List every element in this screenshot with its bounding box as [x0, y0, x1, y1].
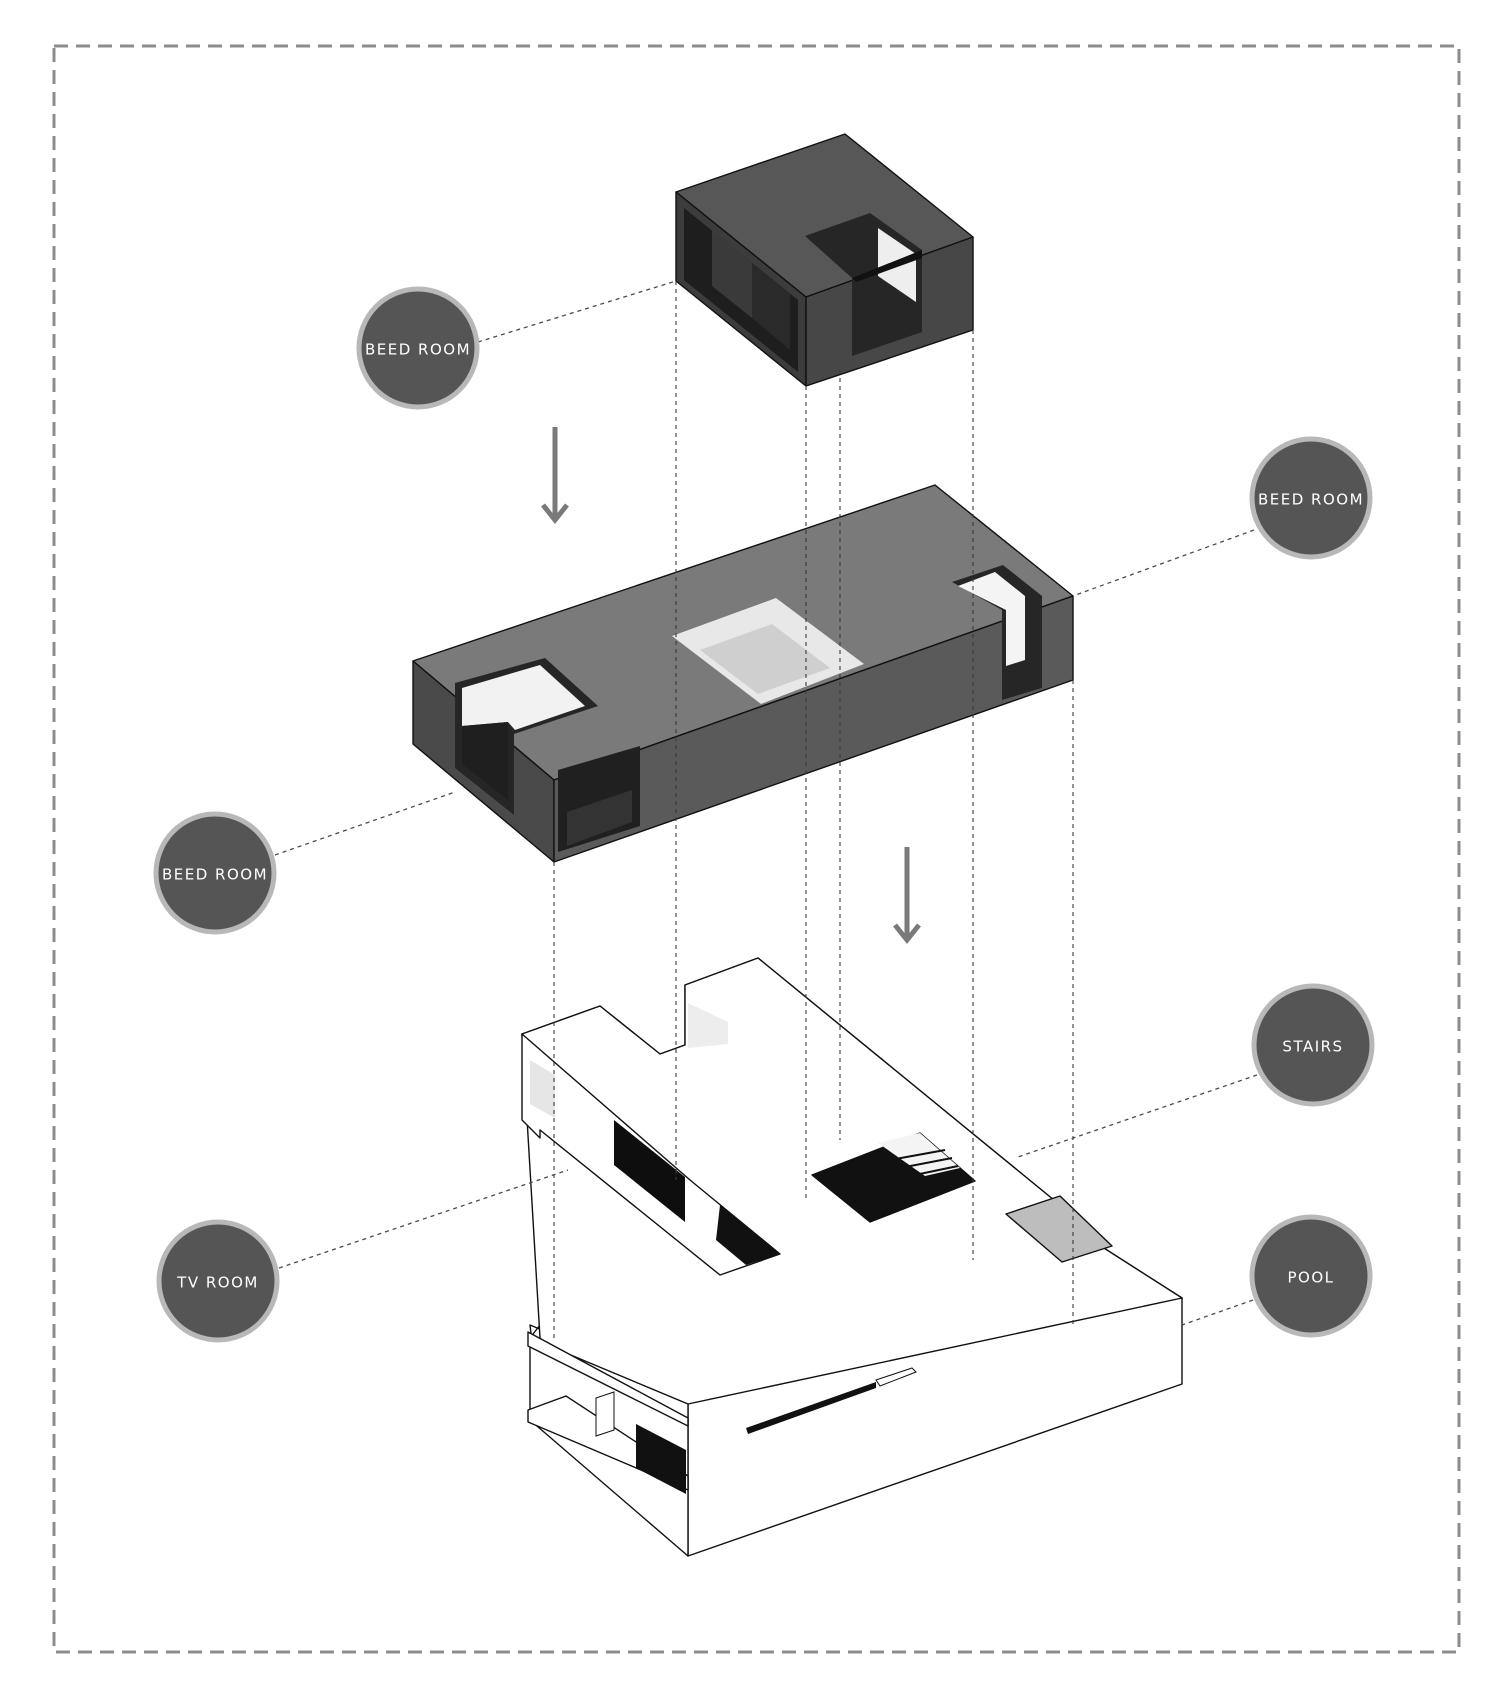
badge-label: BEED ROOM — [162, 866, 268, 884]
badge-tv-room: TV ROOM — [156, 1219, 280, 1343]
leader-lines — [274, 280, 1258, 1326]
badge-label: POOL — [1287, 1269, 1334, 1287]
projection-lines — [553, 281, 1074, 1342]
top-bedroom-volume — [675, 133, 974, 387]
down-arrow-icon — [541, 427, 569, 525]
ground-floor-volume — [521, 957, 1183, 1557]
badge-label: BEED ROOM — [365, 341, 471, 359]
badge-label: BEED ROOM — [1258, 491, 1364, 509]
middle-bedroom-volume — [412, 484, 1074, 863]
badge-label: STAIRS — [1282, 1038, 1343, 1056]
down-arrow-icon — [893, 847, 921, 945]
badge-pool: POOL — [1249, 1214, 1373, 1338]
badge-mid-left-bedroom: BEED ROOM — [153, 811, 277, 935]
badge-stairs: STAIRS — [1251, 983, 1375, 1107]
badge-top-bedroom: BEED ROOM — [356, 286, 480, 410]
badge-label: TV ROOM — [176, 1274, 259, 1292]
badge-mid-right-bedroom: BEED ROOM — [1249, 436, 1373, 560]
dashed-frame — [52, 44, 1461, 1654]
